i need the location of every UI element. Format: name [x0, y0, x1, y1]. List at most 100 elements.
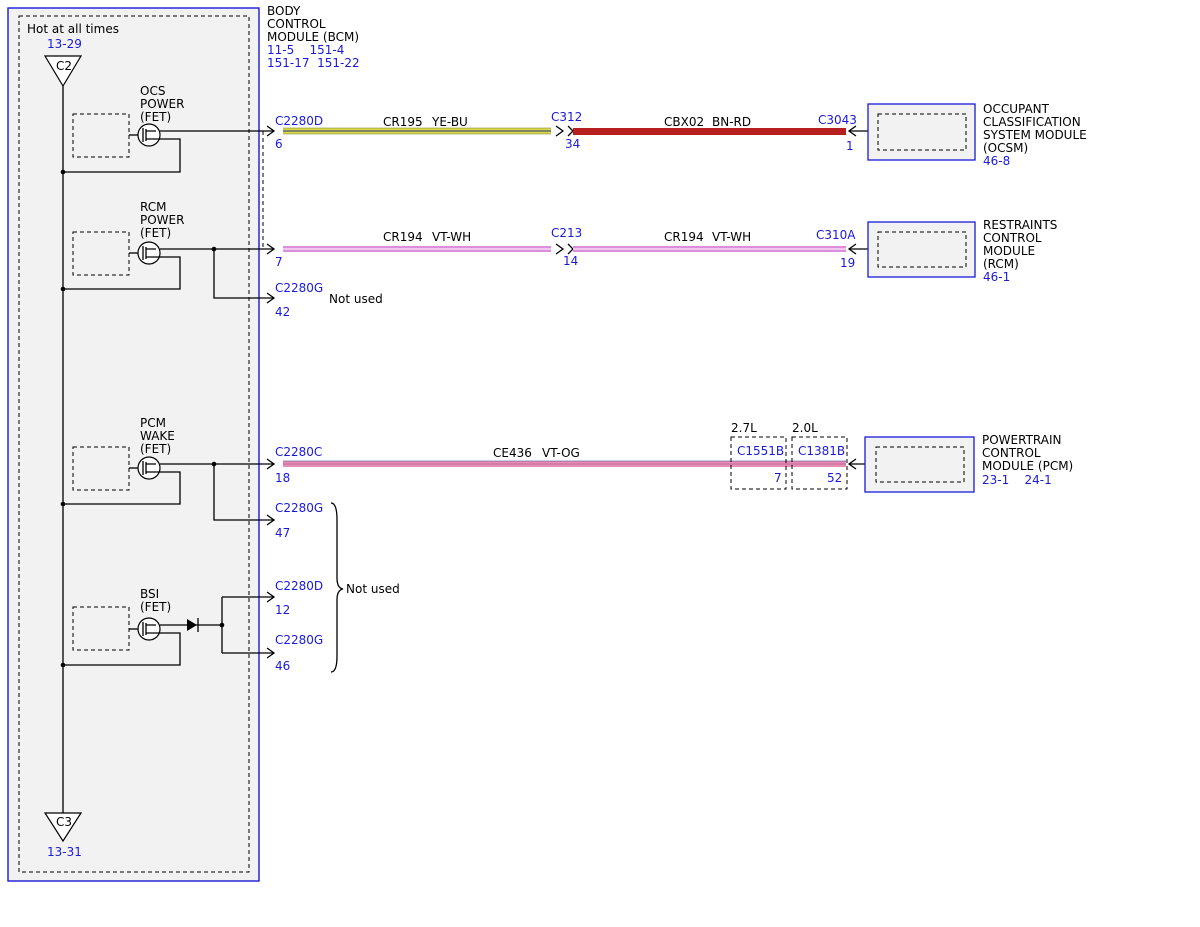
fet-ocs-connector-arrow — [266, 125, 276, 137]
fet-rcm-label-line3: (FET) — [140, 226, 171, 240]
pin-c213: 14 — [563, 254, 578, 268]
not-used-label-1: Not used — [329, 292, 383, 306]
fet-ocs-symbol — [137, 123, 161, 147]
ocsm-ref[interactable]: 46-8 — [983, 154, 1010, 168]
pcm-internal-box — [875, 446, 965, 483]
ocsm-name-line3: SYSTEM MODULE — [983, 128, 1087, 142]
connector-c2280d-12[interactable]: C2280D — [275, 579, 323, 593]
connector-c2280g-46[interactable]: C2280G — [275, 633, 323, 647]
fet-bsi-label-line1: BSI — [140, 587, 159, 601]
pin-c2280d-rcm: 7 — [275, 255, 283, 269]
wire-cbx02-circuit: CBX02 — [664, 115, 704, 129]
wire-cr194-b-color: VT-WH — [712, 230, 751, 244]
ocsm-internal-box — [877, 113, 967, 151]
rcm-module-box[interactable] — [867, 221, 976, 278]
pin-c1551b: 7 — [774, 471, 782, 485]
bcm-internal-dashed-box — [18, 15, 250, 873]
pin-c2280g-46: 46 — [275, 659, 290, 673]
fet-pcm-connector-arrow — [266, 458, 276, 470]
fet-pcm-symbol-inner — [142, 461, 156, 475]
fet-bsi-symbol-inner — [142, 622, 156, 636]
pin-c312: 34 — [565, 137, 580, 151]
connector-c2280g-47[interactable]: C2280G — [275, 501, 323, 515]
ocsm-module-box[interactable] — [867, 103, 976, 161]
rcm-name-line4: (RCM) — [983, 257, 1019, 271]
wire-cr195-color: YE-BU — [431, 115, 468, 129]
pin-c2280g-47: 47 — [275, 526, 290, 540]
bottom-ground-ref[interactable]: 13-31 — [47, 845, 82, 859]
top-feed-ref[interactable]: 13-29 — [47, 37, 82, 51]
ocsm-name-line2: CLASSIFICATION — [983, 115, 1081, 129]
fet-pcm-ground-return — [63, 471, 181, 505]
fet-rcm-symbol — [137, 241, 161, 265]
fet-rcm-symbol-inner — [142, 246, 156, 260]
fet-bsi-symbol — [137, 617, 161, 641]
wire-ce436-circuit: CE436 — [493, 446, 532, 460]
fet-bsi-ground-return — [63, 632, 181, 666]
c213-arrow-in — [555, 243, 565, 255]
not-used-label-2: Not used — [346, 582, 400, 596]
pin-c2280d-ocs: 6 — [275, 137, 283, 151]
rcm-name-line1: RESTRAINTS — [983, 218, 1057, 232]
pin-c1381b: 52 — [827, 471, 842, 485]
fet-pcm-label-line3: (FET) — [140, 442, 171, 456]
pin-c2280g-42: 42 — [275, 305, 290, 319]
connector-c2280c[interactable]: C2280C — [275, 445, 322, 459]
pcm-name-line3: MODULE (PCM) — [982, 459, 1073, 473]
fet-rcm-connector-arrow — [266, 243, 276, 255]
rcm-internal-box — [877, 231, 967, 268]
fet-pcm-branch-arrow — [266, 514, 276, 526]
connector-c213[interactable]: C213 — [551, 226, 582, 240]
ocsm-name-line4: (OCSM) — [983, 141, 1028, 155]
rcm-ref[interactable]: 46-1 — [983, 270, 1010, 284]
variant-2-7l: 2.7L — [731, 421, 757, 435]
fet-pcm-not-used-branch — [213, 464, 273, 521]
bcm-title-line1: BODY — [267, 4, 301, 18]
pcm-ref[interactable]: 23-1 24-1 — [982, 473, 1052, 487]
pcm-name-line1: POWERTRAIN — [982, 433, 1062, 447]
pcm-name-line2: CONTROL — [982, 446, 1041, 460]
wire-cbx02-bn-rd[interactable] — [573, 128, 846, 135]
fet-rcm-ground-return — [63, 256, 181, 290]
connector-c1551b[interactable]: C1551B — [737, 444, 784, 458]
variant-2-0l-box — [791, 436, 848, 490]
fet-ocs-label-line3: (FET) — [140, 110, 171, 124]
wire-cr194-a-color: VT-WH — [432, 230, 471, 244]
variant-2-0l: 2.0L — [792, 421, 818, 435]
pin-c3043: 1 — [846, 139, 854, 153]
fet-ocs-label-line2: POWER — [140, 97, 184, 111]
fet-bsi-label-line2: (FET) — [140, 600, 171, 614]
wire-cr195-circuit: CR195 — [383, 115, 423, 129]
connector-c3043[interactable]: C3043 — [818, 113, 857, 127]
wire-cr194-a-circuit: CR194 — [383, 230, 423, 244]
bottom-ground-triangle — [43, 812, 83, 843]
bcm-ref-line2[interactable]: 151-17 151-22 — [267, 56, 360, 70]
fet-pcm-label-line1: PCM — [140, 416, 166, 430]
bottom-ground-tag: C3 — [56, 815, 72, 829]
top-feed-triangle — [43, 55, 83, 88]
connector-c1381b[interactable]: C1381B — [798, 444, 845, 458]
wire-ce436-color: VT-OG — [542, 446, 580, 460]
c312-arrow-out — [567, 125, 574, 137]
fet-rcm-branch-arrow — [266, 292, 276, 304]
connector-c2280g-42[interactable]: C2280G — [275, 281, 323, 295]
hot-at-all-times-label: Hot at all times — [27, 22, 119, 36]
connector-c2280d-ocs[interactable]: C2280D — [275, 114, 323, 128]
wire-cbx02-color: BN-RD — [712, 115, 751, 129]
fet-ocs-symbol-inner — [142, 128, 156, 142]
fet-rcm-not-used-branch — [213, 249, 273, 299]
fet-bsi-branch-arrow-bottom — [266, 647, 276, 659]
rcm-name-line2: CONTROL — [983, 231, 1042, 245]
top-feed-tag: C2 — [56, 59, 72, 73]
connector-c310a[interactable]: C310A — [816, 228, 856, 242]
connector-c312[interactable]: C312 — [551, 110, 582, 124]
bcm-title-line3: MODULE (BCM) — [267, 30, 359, 44]
pin-c2280d-12: 12 — [275, 603, 290, 617]
pin-c310a: 19 — [840, 256, 855, 270]
pin-c2280c: 18 — [275, 471, 290, 485]
rcm-name-line3: MODULE — [983, 244, 1035, 258]
fet-ocs-label-line1: OCS — [140, 84, 165, 98]
pcm-module-box[interactable] — [864, 436, 975, 493]
c312-arrow-in — [555, 125, 565, 137]
bcm-ref-line1[interactable]: 11-5 151-4 — [267, 43, 344, 57]
